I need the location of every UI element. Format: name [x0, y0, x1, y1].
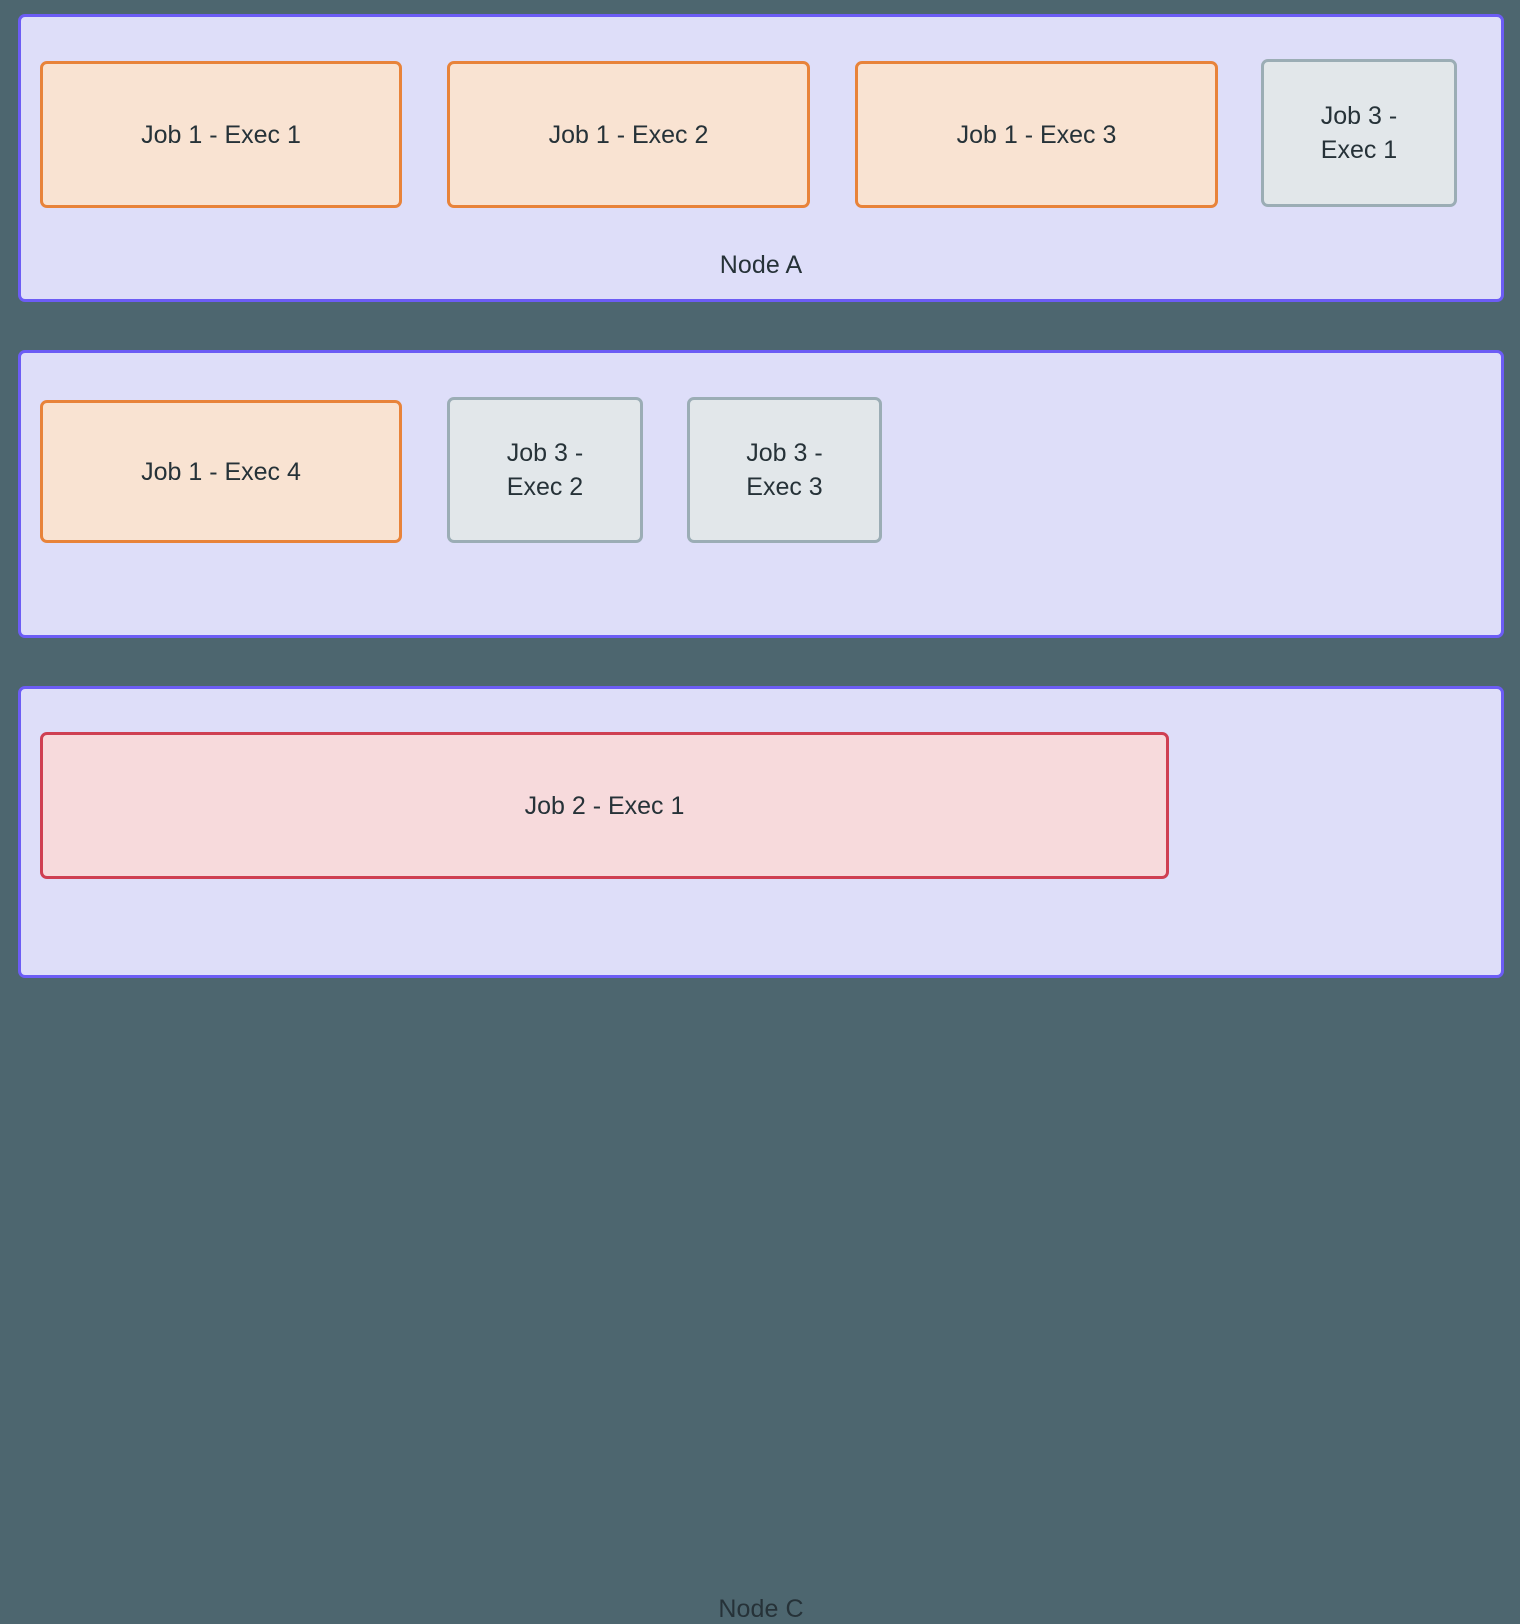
task-box-job3-exec3[interactable]: Job 3 - Exec 3 [687, 397, 882, 543]
task-label: Job 1 - Exec 1 [141, 120, 301, 149]
task-box-job1-exec1[interactable]: Job 1 - Exec 1 [40, 61, 402, 208]
diagram-canvas: Node A Job 1 - Exec 1 Job 1 - Exec 2 Job… [18, 14, 1504, 1623]
node-a-label: Node A [719, 251, 803, 279]
task-label: Job 3 - Exec 2 [506, 439, 584, 501]
task-box-job3-exec1[interactable]: Job 3 - Exec 1 [1261, 59, 1457, 207]
task-box-job1-exec2[interactable]: Job 1 - Exec 2 [447, 61, 810, 208]
task-label: Job 1 - Exec 4 [141, 457, 301, 486]
task-box-job2-exec1[interactable]: Job 2 - Exec 1 [40, 732, 1169, 879]
node-c-label: Node C [718, 1595, 804, 1623]
task-label: Job 1 - Exec 2 [548, 120, 709, 149]
task-label: Job 1 - Exec 3 [956, 120, 1117, 149]
task-box-job1-exec4[interactable]: Job 1 - Exec 4 [40, 400, 402, 543]
task-label: Job 3 - Exec 1 [1320, 102, 1398, 164]
task-label: Job 2 - Exec 1 [524, 791, 685, 820]
task-box-job1-exec3[interactable]: Job 1 - Exec 3 [855, 61, 1218, 208]
task-box-job3-exec2[interactable]: Job 3 - Exec 2 [447, 397, 643, 543]
task-label: Job 3 - Exec 3 [746, 439, 823, 501]
